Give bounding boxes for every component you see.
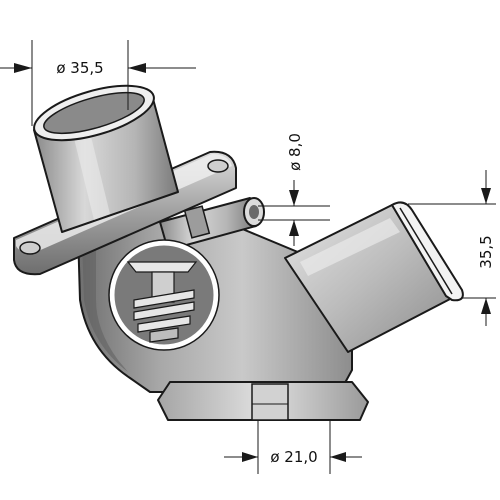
side-pipe-mouth-inner — [399, 207, 453, 295]
dimension-sensor-port: ø 8,0 — [258, 133, 330, 246]
flange-bolt-right — [207, 159, 229, 173]
thermostat-top-plate — [126, 261, 198, 273]
arrow-top — [289, 190, 299, 206]
thermostat-spring-2 — [133, 301, 195, 321]
thermostat-spring-3 — [137, 315, 191, 333]
arrow-left — [14, 63, 32, 73]
arrow-right — [330, 452, 346, 462]
dimension-label-sensor-port: ø 8,0 — [286, 133, 304, 171]
arrow-upper — [481, 188, 491, 204]
dimension-top-pipe: ø 35,5 — [0, 40, 196, 126]
side-outlet-pipe — [284, 201, 464, 353]
top-pipe-highlight — [70, 116, 110, 220]
base-outlet-neck — [251, 383, 289, 421]
cutaway-window-outline — [108, 239, 220, 351]
dimension-base-outlet: ø 21,0 — [224, 420, 362, 474]
arrow-lower — [481, 298, 491, 314]
dimension-label-side-pipe: 35,5 — [477, 235, 495, 268]
top-pipe-bore — [43, 91, 145, 135]
thermostat-valve-seat — [149, 327, 179, 343]
side-pipe-mouth — [391, 201, 464, 302]
flange-bolt-left — [19, 241, 41, 255]
thermostat-spring-1 — [133, 289, 195, 309]
side-pipe-highlight — [300, 218, 400, 276]
top-inlet-pipe — [33, 84, 179, 233]
sensor-port-bore — [249, 205, 259, 219]
dimension-label-base-outlet: ø 21,0 — [270, 448, 317, 466]
base-outlet — [157, 381, 369, 421]
arrow-left — [242, 452, 258, 462]
body-shadow — [82, 240, 128, 372]
dimension-side-pipe: 35,5 — [408, 170, 496, 326]
arrow-bottom — [289, 220, 299, 236]
arrow-right — [128, 63, 146, 73]
dimension-label-top-pipe: ø 35,5 — [56, 59, 103, 77]
thermostat-cutaway — [108, 239, 220, 351]
sensor-port-collar — [183, 205, 211, 239]
